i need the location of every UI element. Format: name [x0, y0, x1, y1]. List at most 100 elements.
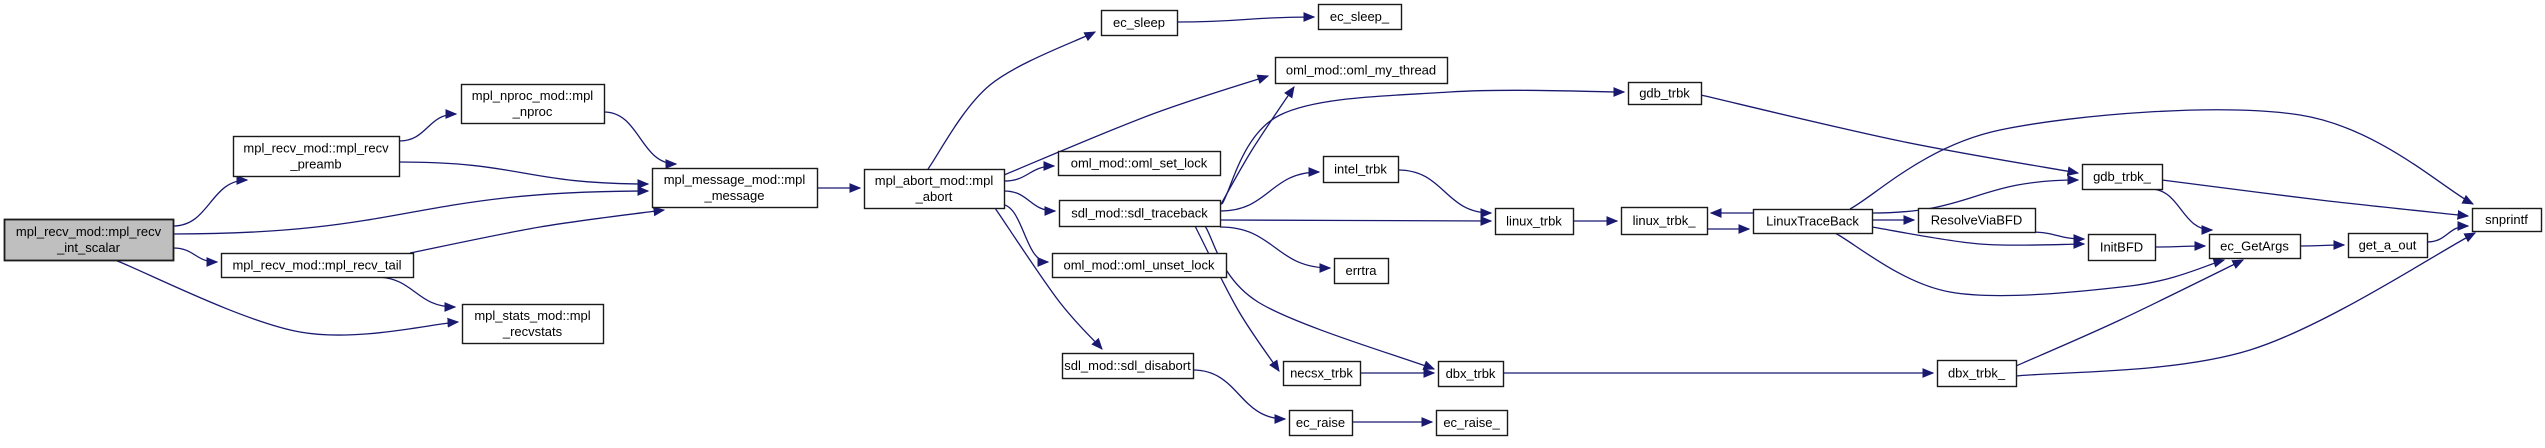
node-mpl_recv_int_scalar[interactable]: mpl_recv_mod::mpl_recv_int_scalar [3, 218, 175, 262]
node-dbx_trbk_[interactable]: dbx_trbk_ [1936, 359, 2018, 388]
node-box-mpl_recv_tail[interactable] [220, 252, 415, 279]
node-box-gdb_trbk[interactable] [1627, 81, 1703, 106]
node-label-oml_unset_lock: oml_mod::oml_unset_lock [1063, 258, 1215, 273]
node-InitBFD[interactable]: InitBFD [2087, 233, 2157, 262]
node-label-intel_trbk: intel_trbk [1334, 162, 1387, 177]
node-box-ec_sleep[interactable] [1100, 9, 1179, 37]
node-box-oml_set_lock[interactable] [1057, 150, 1222, 177]
node-box-mpl_abort[interactable] [863, 168, 1006, 210]
node-box-sdl_disabort[interactable] [1061, 352, 1195, 380]
node-box-LinuxTraceBack[interactable] [1752, 208, 1874, 235]
node-sdl_traceback[interactable]: sdl_mod::sdl_traceback [1058, 199, 1222, 228]
node-box-sdl_traceback[interactable] [1058, 199, 1222, 228]
node-ec_raise[interactable]: ec_raise [1288, 409, 1354, 437]
node-intel_trbk[interactable]: intel_trbk [1322, 155, 1400, 184]
node-box-InitBFD[interactable] [2087, 233, 2157, 262]
node-label-dbx_trbk: dbx_trbk [1446, 366, 1496, 381]
node-label-linux_trbk_: linux_trbk_ [1633, 213, 1697, 228]
node-label-gdb_trbk: gdb_trbk [1639, 86, 1690, 101]
node-mpl_recv_tail[interactable]: mpl_recv_mod::mpl_recv_tail [220, 252, 415, 279]
node-label-mpl_nproc-line1: mpl_nproc_mod::mpl [472, 88, 593, 103]
node-box-mpl_recvstats[interactable] [461, 303, 605, 345]
edge-mpl_abort-to-ec_sleep [927, 31, 1097, 170]
node-box-mpl_recv_preamb[interactable] [232, 135, 401, 178]
edge-sdl_traceback-to-errtra [1219, 226, 1332, 273]
edge-mpl_recv_tail-to-mpl_message [409, 206, 666, 254]
node-box-ec_sleep_[interactable] [1317, 3, 1403, 31]
node-label-necsx_trbk: necsx_trbk [1290, 366, 1353, 381]
node-box-ec_raise[interactable] [1288, 409, 1354, 437]
node-dbx_trbk[interactable]: dbx_trbk [1437, 360, 1505, 388]
node-box-snprintf[interactable] [2471, 207, 2543, 233]
node-ec_GetArgs[interactable]: ec_GetArgs [2208, 233, 2302, 260]
node-label-mpl_recv_preamb-line1: mpl_recv_mod::mpl_recv [243, 141, 389, 156]
node-sdl_disabort[interactable]: sdl_mod::sdl_disabort [1061, 352, 1195, 380]
edge-mpl_abort-to-oml_my_thread [1003, 74, 1270, 176]
node-errtra[interactable]: errtra [1333, 257, 1390, 285]
node-box-dbx_trbk_[interactable] [1936, 359, 2018, 388]
node-gdb_trbk[interactable]: gdb_trbk [1627, 81, 1703, 106]
edge-mpl_recv_preamb-to-mpl_nproc [398, 109, 458, 142]
node-label-mpl_nproc-line2: _nproc [512, 104, 553, 119]
edge-mpl_abort-to-sdl_traceback [1003, 190, 1057, 216]
edge-mpl_recv_int_scalar-to-mpl_recv_tail [172, 247, 219, 267]
edges [114, 12, 2477, 427]
node-ec_sleep_[interactable]: ec_sleep_ [1317, 3, 1403, 31]
node-snprintf[interactable]: snprintf [2471, 207, 2543, 233]
edge-LinuxTraceBack-to-snprintf [1849, 109, 2475, 210]
edge-mpl_nproc-to-mpl_message [603, 111, 678, 169]
node-ec_sleep[interactable]: ec_sleep [1100, 9, 1179, 37]
node-oml_unset_lock[interactable]: oml_mod::oml_unset_lock [1051, 252, 1228, 279]
edge-gdb_trbk_-to-ec_GetArgs [2149, 188, 2214, 235]
node-box-linux_trbk_[interactable] [1620, 206, 1709, 236]
node-mpl_message[interactable]: mpl_message_mod::mpl_message [651, 167, 819, 209]
node-label-mpl_recvstats-line2: _recvstats [502, 324, 563, 339]
node-box-mpl_nproc[interactable] [460, 83, 606, 125]
node-necsx_trbk[interactable]: necsx_trbk [1282, 360, 1362, 387]
edge-gdb_trbk_-to-snprintf [2161, 179, 2470, 220]
node-box-errtra[interactable] [1333, 257, 1390, 285]
node-label-mpl_abort-line2: _abort [915, 189, 953, 204]
node-mpl_recvstats[interactable]: mpl_stats_mod::mpl_recvstats [461, 303, 605, 345]
node-box-mpl_recv_int_scalar[interactable] [3, 218, 175, 262]
node-get_a_out[interactable]: get_a_out [2347, 232, 2429, 259]
node-box-get_a_out[interactable] [2347, 232, 2429, 259]
edge-sdl_traceback-to-necsx_trbk [1194, 225, 1280, 372]
node-mpl_abort[interactable]: mpl_abort_mod::mpl_abort [863, 168, 1006, 210]
node-label-mpl_recv_tail: mpl_recv_mod::mpl_recv_tail [232, 258, 401, 273]
node-box-ec_GetArgs[interactable] [2208, 233, 2302, 260]
edge-mpl_abort-to-sdl_disabort [994, 207, 1103, 350]
node-linux_trbk[interactable]: linux_trbk [1494, 207, 1575, 236]
edge-sdl_traceback-to-dbx_trbk [1204, 225, 1436, 370]
node-ec_raise_[interactable]: ec_raise_ [1435, 409, 1509, 437]
node-box-intel_trbk[interactable] [1322, 155, 1400, 184]
node-label-ec_raise_: ec_raise_ [1443, 415, 1500, 430]
node-box-gdb_trbk_[interactable] [2081, 163, 2164, 191]
node-box-mpl_message[interactable] [651, 167, 819, 209]
node-box-linux_trbk[interactable] [1494, 207, 1575, 236]
node-label-ResolveViaBFD: ResolveViaBFD [1931, 213, 2023, 228]
node-oml_my_thread[interactable]: oml_mod::oml_my_thread [1274, 56, 1449, 85]
node-linux_trbk_[interactable]: linux_trbk_ [1620, 206, 1709, 236]
node-box-dbx_trbk[interactable] [1437, 360, 1505, 388]
edge-LinuxTraceBack-to-InitBFD [1871, 226, 2086, 249]
edge-mpl_recv_int_scalar-to-mpl_message [172, 186, 650, 235]
node-oml_set_lock[interactable]: oml_mod::oml_set_lock [1057, 150, 1222, 177]
node-mpl_nproc[interactable]: mpl_nproc_mod::mpl_nproc [460, 83, 606, 125]
node-box-oml_unset_lock[interactable] [1051, 252, 1228, 279]
edge-mpl_recv_int_scalar-to-mpl_recvstats [114, 259, 460, 336]
node-label-ec_raise: ec_raise [1296, 415, 1345, 430]
node-box-necsx_trbk[interactable] [1282, 360, 1362, 387]
node-LinuxTraceBack[interactable]: LinuxTraceBack [1752, 208, 1874, 235]
node-ResolveViaBFD[interactable]: ResolveViaBFD [1917, 207, 2037, 234]
node-box-oml_my_thread[interactable] [1274, 56, 1449, 85]
node-gdb_trbk_[interactable]: gdb_trbk_ [2081, 163, 2164, 191]
node-label-InitBFD: InitBFD [2100, 240, 2143, 255]
edge-InitBFD-to-ec_GetArgs [2154, 241, 2207, 251]
edge-sdl_disabort-to-ec_raise [1192, 369, 1287, 424]
node-box-ResolveViaBFD[interactable] [1917, 207, 2037, 234]
node-box-ec_raise_[interactable] [1435, 409, 1509, 437]
node-mpl_recv_preamb[interactable]: mpl_recv_mod::mpl_recv_preamb [232, 135, 401, 178]
edge-ec_GetArgs-to-get_a_out [2299, 240, 2346, 250]
edge-mpl_abort-to-oml_set_lock [1003, 161, 1056, 182]
